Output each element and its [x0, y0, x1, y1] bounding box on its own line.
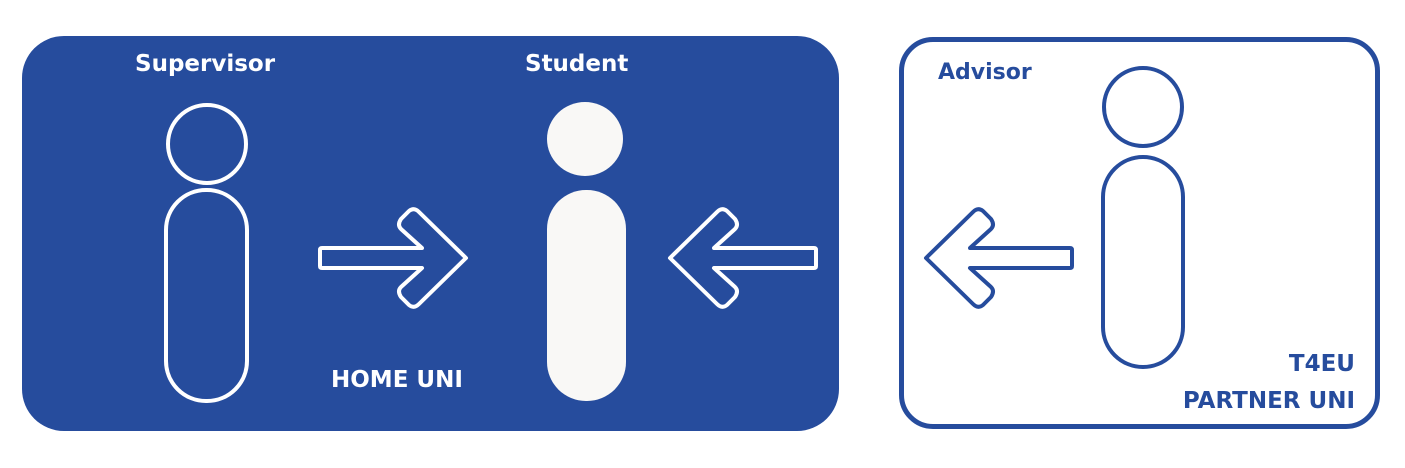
arrow-left-icon: [668, 207, 818, 309]
arrow-left-partner-icon: [924, 207, 1074, 309]
supervisor-figure-icon: [164, 103, 249, 403]
student-body-icon: [547, 190, 626, 401]
advisor-figure-icon: [1101, 66, 1185, 369]
partner-uni-line1: T4EU: [1288, 351, 1355, 377]
partner-uni-label: T4EU PARTNER UNI: [1183, 346, 1355, 420]
advisor-body-icon: [1101, 155, 1185, 369]
home-uni-label: HOME UNI: [331, 367, 463, 393]
supervisor-body-icon: [164, 188, 249, 403]
student-label: Student: [525, 51, 629, 77]
advisor-label: Advisor: [938, 60, 1032, 85]
advisor-head-icon: [1102, 66, 1184, 148]
partner-uni-panel: [899, 37, 1380, 429]
supervisor-head-icon: [166, 103, 248, 185]
arrow-right-icon: [318, 207, 468, 309]
partner-uni-line2: PARTNER UNI: [1182, 388, 1355, 414]
student-figure-icon: [547, 102, 626, 401]
supervisor-label: Supervisor: [135, 51, 276, 77]
home-uni-panel: [22, 36, 839, 431]
student-head-icon: [547, 102, 623, 176]
